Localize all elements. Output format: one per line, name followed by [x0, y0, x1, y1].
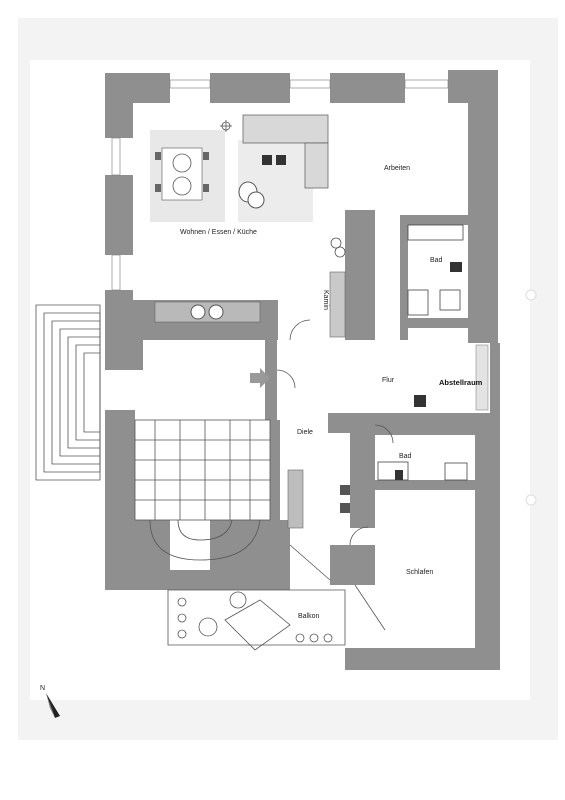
staircase	[134, 419, 271, 561]
entrance-steps	[35, 304, 101, 481]
room-label-kamin: Kamin	[322, 290, 329, 310]
compass-north-label: N	[40, 685, 45, 692]
room-label-balkon: Balkon	[298, 613, 320, 620]
room-label-wohnen: Wohnen / Essen / Küche	[180, 229, 257, 236]
room-label-schlafen: Schlafen	[406, 569, 433, 576]
room-label-bad-top: Bad	[430, 257, 443, 264]
room-label-bad-bottom: Bad	[399, 453, 412, 460]
room-label-abstellraum: Abstellraum	[439, 378, 483, 387]
room-label-flur: Flur	[382, 377, 395, 384]
north-arrow-icon	[46, 693, 60, 718]
entry-arrow-icon	[250, 368, 270, 388]
walls	[105, 70, 500, 670]
furniture	[150, 114, 489, 651]
compass: N	[40, 685, 60, 718]
room-label-diele: Diele	[297, 429, 313, 436]
punch-holes	[525, 289, 537, 506]
room-label-arbeiten: Arbeiten	[384, 165, 410, 172]
